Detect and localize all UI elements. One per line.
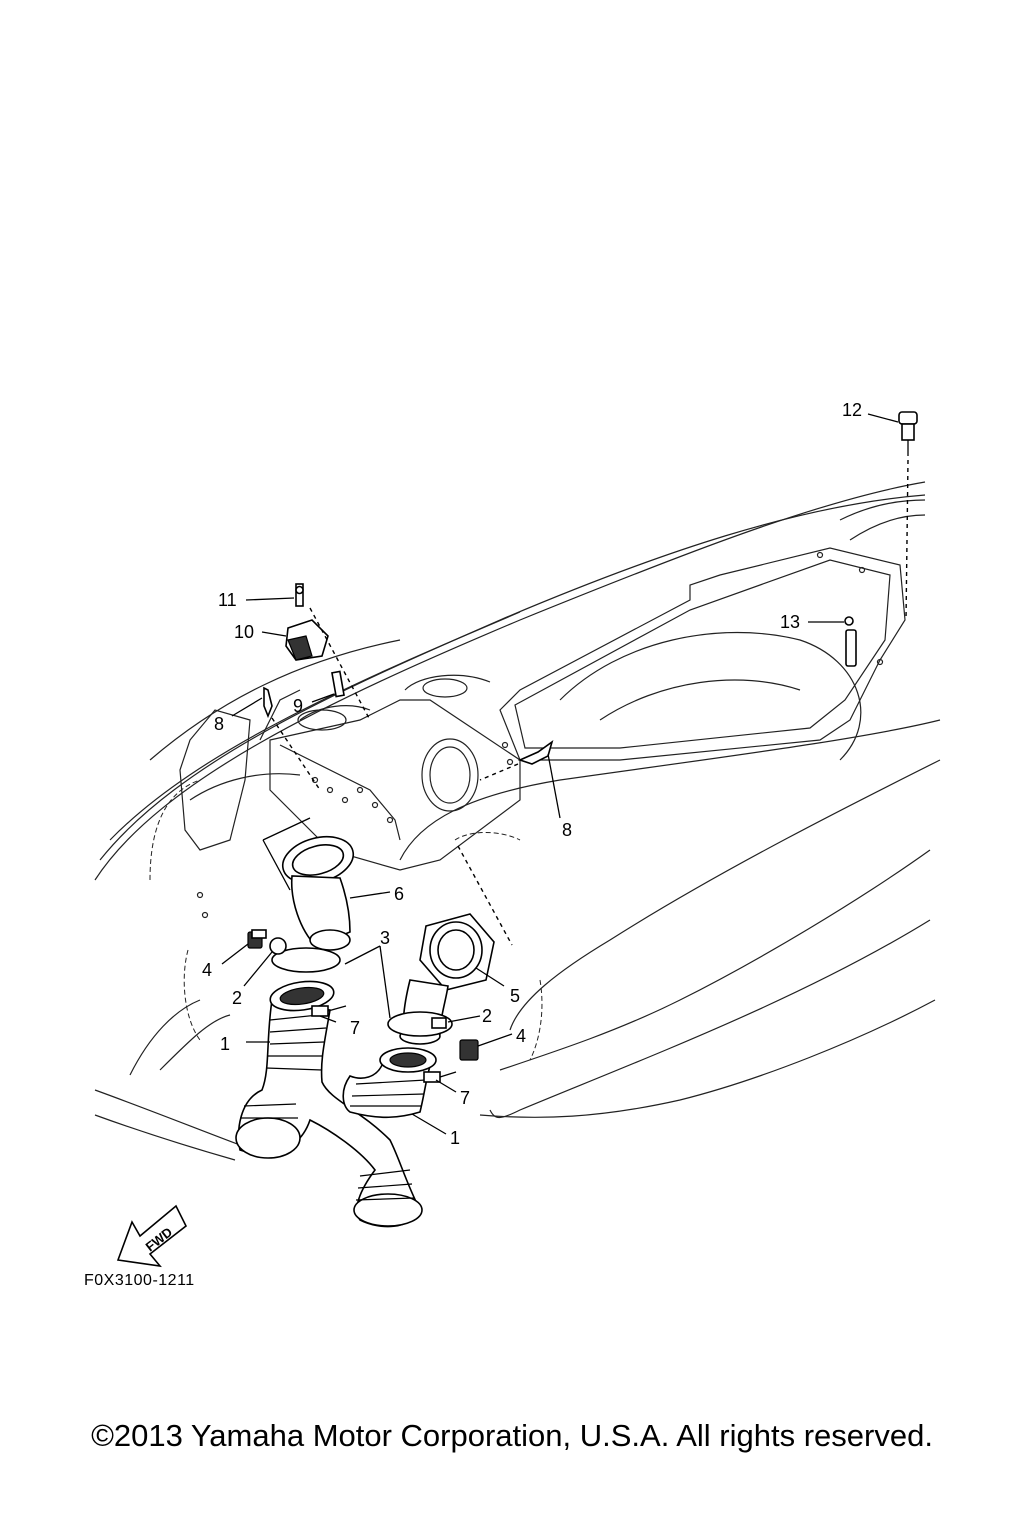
- callout-7-right: 7: [460, 1088, 470, 1108]
- part-4-clip-right: [459, 1039, 479, 1061]
- callout-4-left: 4: [202, 960, 212, 980]
- callout-7-left: 7: [350, 1018, 360, 1038]
- part-1-hose-left: [235, 980, 423, 1228]
- callout-6: 6: [394, 884, 404, 904]
- fwd-arrow-icon: FWD: [116, 1204, 188, 1268]
- callout-5: 5: [510, 986, 520, 1006]
- part-1-hose-right: [342, 1047, 437, 1119]
- part-12-cap: [898, 411, 918, 621]
- callout-3: 3: [380, 928, 390, 948]
- callout-12: 12: [842, 400, 862, 420]
- part-10-cover: [285, 619, 329, 661]
- callout-4-right: 4: [516, 1026, 526, 1046]
- callout-1-left: 1: [220, 1034, 230, 1054]
- part-4-clip-left: [247, 929, 267, 949]
- part-7-clamp-right: [423, 1071, 457, 1083]
- copyright-notice: ©2013 Yamaha Motor Corporation, U.S.A. A…: [91, 1418, 933, 1453]
- callout-13: 13: [780, 612, 800, 632]
- callout-11: 11: [218, 590, 237, 610]
- callout-2-left: 2: [232, 988, 242, 1008]
- part-8-rivet-right: [479, 740, 554, 781]
- callout-2-right: 2: [482, 1006, 492, 1026]
- part-6-duct: [262, 817, 355, 951]
- part-2-screw-left: [269, 937, 287, 955]
- part-8-rivet-left: [263, 686, 321, 791]
- part-11-bolt: [295, 583, 304, 607]
- callout-8-right: 8: [562, 820, 572, 840]
- callout-10: 10: [234, 622, 254, 642]
- part-2-screw-right: [431, 1017, 447, 1029]
- part-3-clamp: [271, 945, 453, 1037]
- leader-lines: [221, 413, 899, 1135]
- part-9-stud: [331, 670, 345, 698]
- callout-9: 9: [293, 696, 303, 716]
- part-13-grommet: [844, 616, 857, 667]
- figure-code: F0X3100-1211: [84, 1272, 195, 1289]
- watercraft-hull: [94, 481, 941, 1161]
- callout-8-left: 8: [214, 714, 224, 734]
- callout-1-right: 1: [450, 1128, 460, 1148]
